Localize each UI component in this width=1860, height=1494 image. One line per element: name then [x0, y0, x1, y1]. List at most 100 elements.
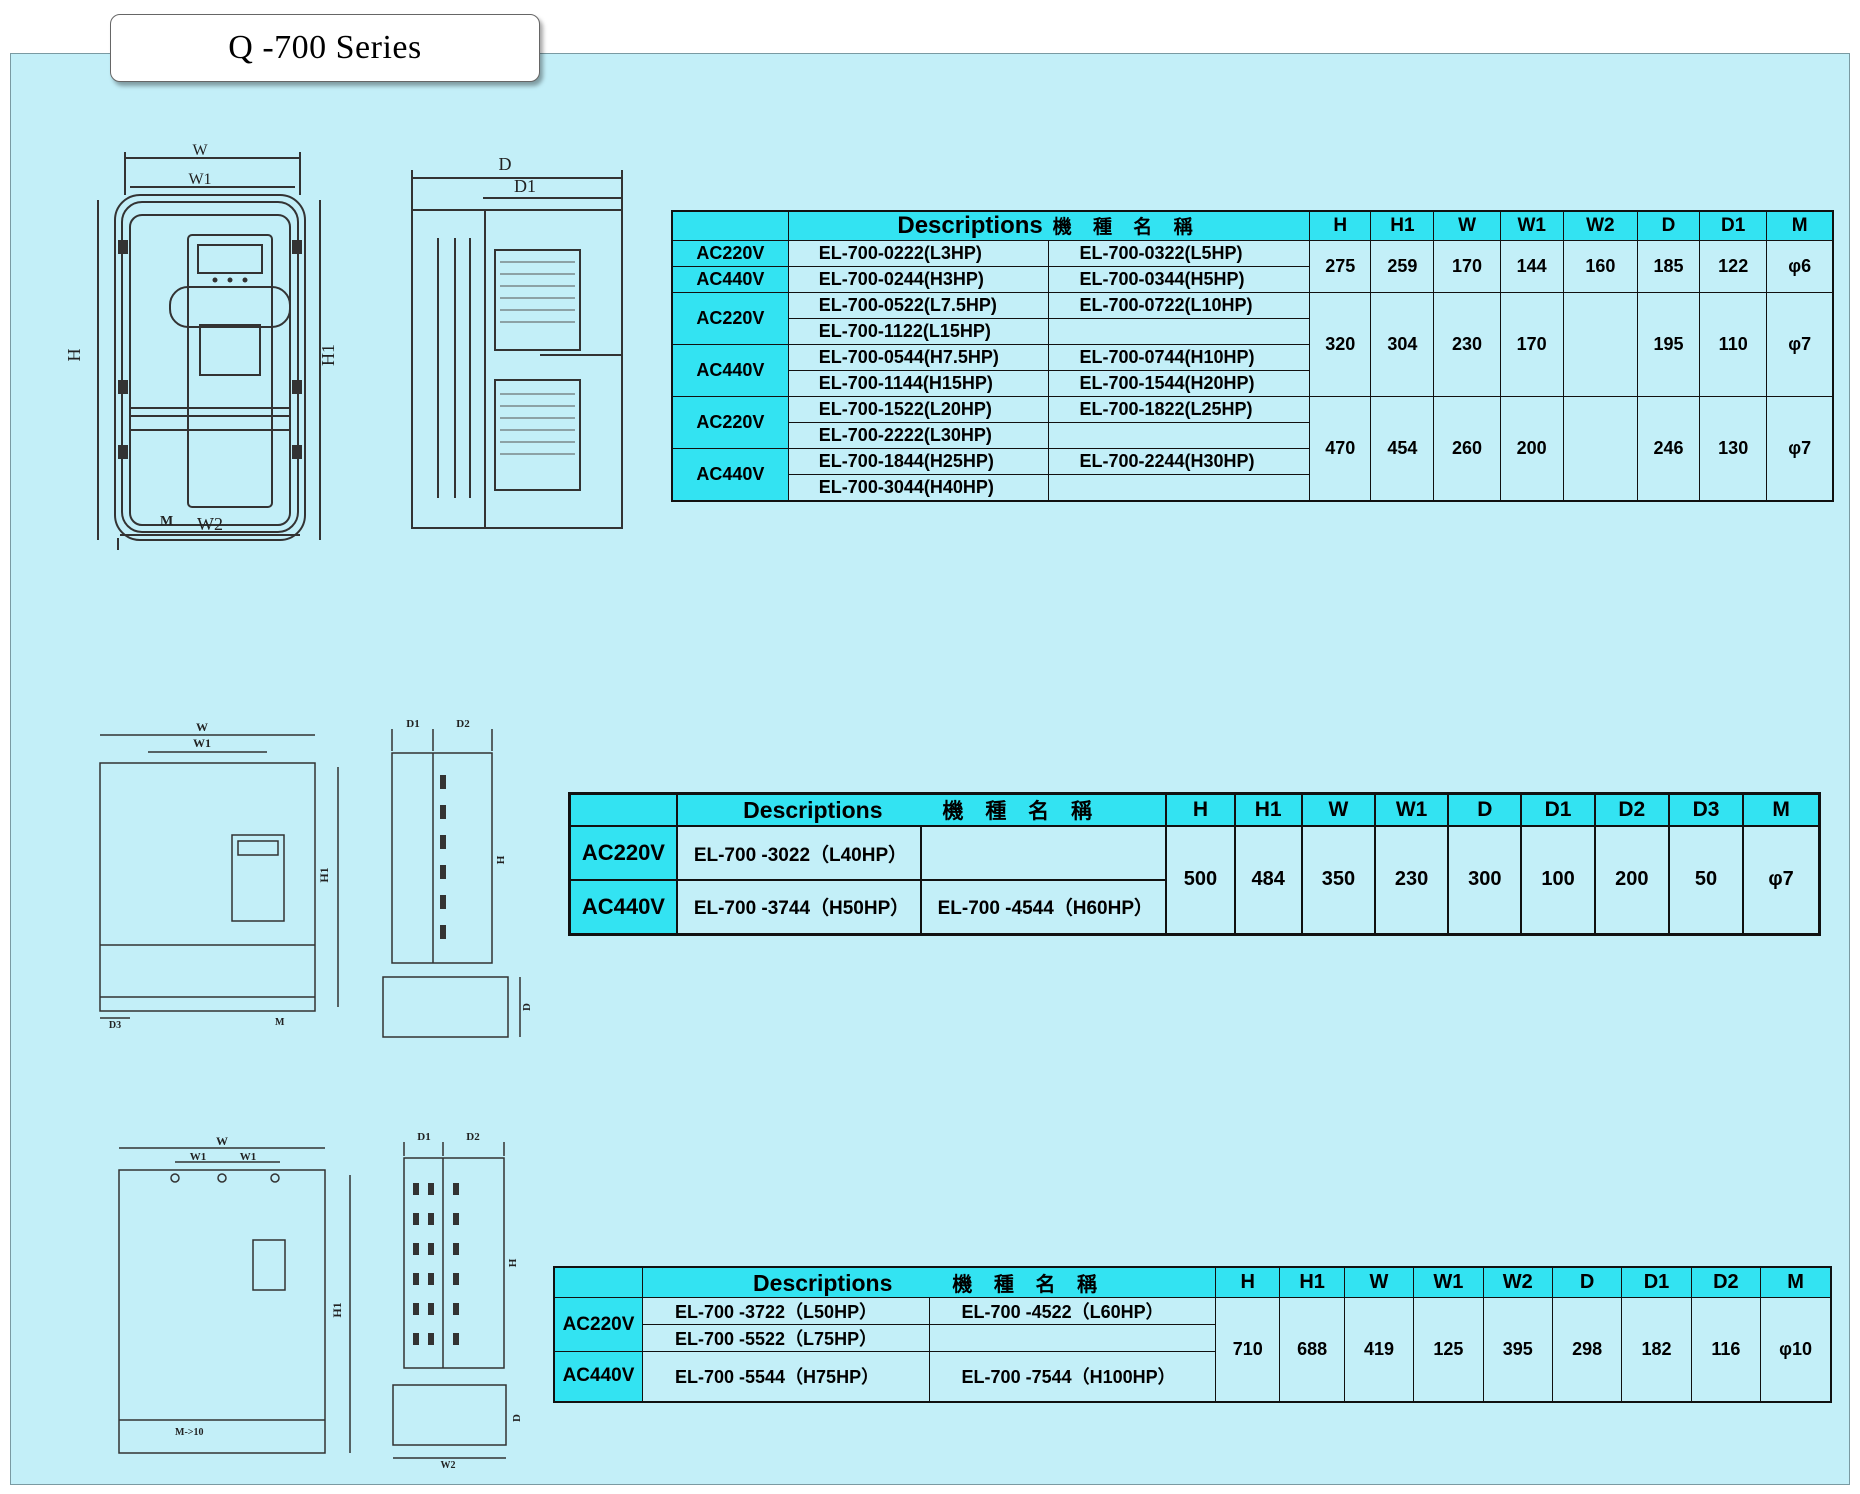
model-cell: EL-700-0722(L10HP): [1048, 292, 1311, 319]
dim-cell: 182: [1621, 1297, 1692, 1402]
column-header: D1: [1621, 1266, 1692, 1298]
voltage-cell: AC440V: [671, 266, 789, 293]
dim-label-d1: D1: [514, 176, 536, 196]
dim-cell: 195: [1636, 292, 1701, 397]
header-descriptions-zh: 機 種 名 稱: [952, 1274, 1106, 1296]
dim-cell: 160: [1562, 240, 1638, 293]
dim-cell: φ7: [1766, 396, 1834, 502]
header-descriptions-en: Descriptions: [743, 797, 883, 823]
dim-label-w1: W1: [188, 171, 211, 188]
dim-label-w1: W1: [240, 1151, 257, 1163]
model-cell: EL-700-2222(L30HP): [787, 422, 1050, 449]
dim-label-w: W: [192, 142, 208, 159]
dim-cell: 320: [1309, 292, 1372, 397]
dim-label-d1: D1: [417, 1131, 430, 1143]
model-cell: [1048, 474, 1311, 502]
model-cell: EL-700-0322(L5HP): [1048, 240, 1311, 267]
dim-cell: 259: [1370, 240, 1435, 293]
table-row: EL-700-2222(L30HP): [672, 422, 1833, 449]
dim-cell: [1562, 396, 1638, 502]
dim-label-d3: D3: [109, 1020, 121, 1031]
model-cell: [928, 1324, 1217, 1352]
dim-cell: 116: [1690, 1297, 1762, 1402]
model-cell: EL-700 -7544（H100HP）: [928, 1351, 1217, 1402]
model-cell: EL-700-1522(L20HP): [787, 396, 1050, 423]
dim-cell: 230: [1373, 825, 1450, 935]
dim-label-d1: D1: [406, 718, 419, 730]
voltage-cell: AC440V: [671, 448, 789, 502]
drawing-large-front: W W1 W1 H1 M->10: [118, 1134, 351, 1454]
column-header: W1: [1499, 210, 1564, 241]
model-cell: EL-700-0222(L3HP): [787, 240, 1050, 267]
dim-cell: 185: [1636, 240, 1701, 293]
dim-cell: 122: [1699, 240, 1768, 293]
table-row: AC220V EL-700-0222(L3HP) EL-700-0322(L5H…: [671, 240, 1834, 293]
header-spacer: [671, 210, 789, 241]
table-row: EL-700-3044(H40HP): [672, 474, 1833, 502]
dim-cell: 200: [1593, 825, 1670, 935]
dim-cell: 100: [1520, 825, 1596, 935]
dim-cell: φ7: [1742, 825, 1821, 935]
model-cell: EL-700-0244(H3HP): [787, 266, 1050, 293]
model-cell: EL-700-0344(H5HP): [1048, 266, 1311, 293]
dim-cell: 230: [1433, 292, 1501, 397]
dim-cell: 710: [1215, 1297, 1281, 1402]
dim-label-w1: W1: [190, 1151, 207, 1163]
dim-label-m: M->10: [175, 1427, 203, 1438]
model-cell: EL-700-1844(H25HP): [787, 448, 1050, 475]
model-cell: EL-700-1144(H15HP): [787, 370, 1050, 397]
dim-cell: 470: [1309, 396, 1372, 502]
column-header: D: [1636, 210, 1701, 241]
column-header: D: [1447, 792, 1523, 827]
model-cell: EL-700 -4544（H60HP）: [919, 879, 1168, 935]
table-row: EL-700 -5522（L75HP）: [554, 1324, 1831, 1352]
table-row: AC220V EL-700 -3722（L50HP） EL-700 -4522（…: [553, 1297, 1832, 1402]
dim-label-h1: H1: [330, 1302, 344, 1317]
column-header: M: [1742, 792, 1821, 827]
column-header: H1: [1370, 210, 1435, 241]
dim-cell: [1562, 292, 1638, 397]
dim-cell: 484: [1233, 825, 1303, 935]
dim-label-w2: W2: [441, 1460, 456, 1468]
column-header: D2: [1690, 1266, 1762, 1298]
table-row: AC220V EL-700 -3022（L40HP） 500 484 350 2…: [568, 825, 1821, 935]
dim-label-h: H: [64, 349, 84, 362]
voltage-cell: AC220V: [671, 240, 789, 267]
model-cell: EL-700-1822(L25HP): [1048, 396, 1311, 423]
dim-cell: 50: [1667, 825, 1745, 935]
column-header: W: [1433, 210, 1501, 241]
dim-cell: 500: [1165, 825, 1236, 935]
model-cell: EL-700-0522(L7.5HP): [787, 292, 1050, 319]
dim-cell: 454: [1370, 396, 1435, 502]
model-cell: EL-700-0744(H10HP): [1048, 344, 1311, 371]
dim-cell: 688: [1279, 1297, 1345, 1402]
voltage-cell: AC220V: [553, 1297, 643, 1352]
column-header: W2: [1482, 1266, 1553, 1298]
drawing-medium-front: W W1 H1 D3 M: [99, 720, 339, 1031]
dim-cell: 298: [1551, 1297, 1623, 1402]
voltage-cell: AC220V: [568, 825, 678, 881]
dim-cell: 304: [1370, 292, 1435, 397]
dim-label-m: M: [160, 514, 173, 529]
dim-cell: 130: [1699, 396, 1768, 502]
dim-label-d: D: [499, 154, 512, 174]
model-cell: EL-700-3044(H40HP): [787, 474, 1050, 502]
dim-label-d: D: [521, 1003, 533, 1011]
dim-cell: 260: [1433, 396, 1501, 502]
dim-cell: 246: [1636, 396, 1701, 502]
drawing-small-side: D D1: [411, 154, 623, 529]
model-cell: EL-700-1544(H20HP): [1048, 370, 1311, 397]
dim-cell: 170: [1433, 240, 1501, 293]
model-cell: EL-700 -5522（L75HP）: [641, 1324, 930, 1352]
column-header: H: [1309, 210, 1372, 241]
model-cell: EL-700 -3022（L40HP）: [675, 825, 922, 881]
model-cell: EL-700 -3744（H50HP）: [675, 879, 922, 935]
column-header: D2: [1593, 792, 1670, 827]
dim-cell: φ10: [1760, 1297, 1832, 1402]
column-header: W1: [1413, 1266, 1484, 1298]
